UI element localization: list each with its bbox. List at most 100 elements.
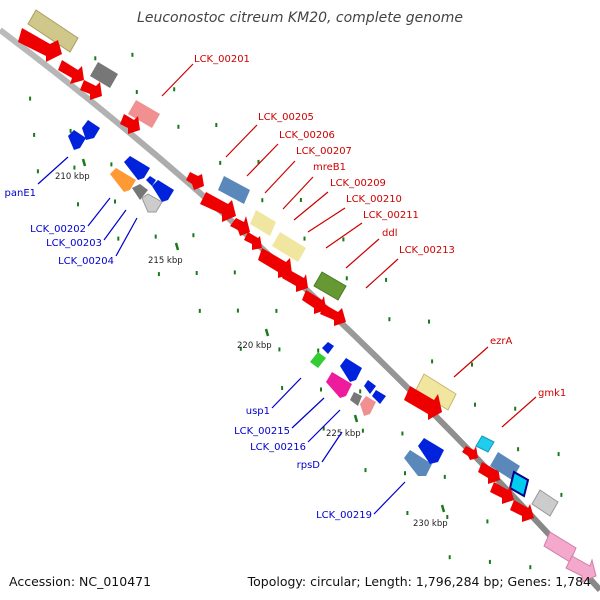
gene-red-16 — [490, 482, 514, 504]
gene-label-rpsd: rpsD — [297, 460, 321, 471]
gene-red-7 — [230, 216, 250, 236]
gene-grey-3 — [132, 184, 148, 200]
guide-dot — [154, 234, 157, 239]
guide-dot — [233, 270, 236, 275]
guide-dot — [278, 347, 281, 352]
reverse-genes — [68, 120, 444, 476]
scale-label-220: 220 kbp — [237, 341, 272, 351]
gene-blue-1 — [68, 130, 86, 150]
guide-dot — [192, 233, 195, 238]
guide-dot — [195, 271, 198, 275]
gene-blue-6 — [322, 342, 334, 354]
gene-blue-4 — [146, 176, 156, 186]
guide-dot — [517, 447, 520, 452]
gene-khaki-1 — [27, 9, 79, 53]
guide-dot — [345, 276, 348, 281]
gene-red-1 — [18, 28, 62, 62]
guide-dot — [275, 308, 278, 313]
gene-olive-1 — [313, 271, 347, 301]
gene-label-lck-00210: LCK_00210 — [346, 194, 402, 205]
gene-red-10 — [282, 268, 308, 292]
guide-dot — [236, 308, 239, 313]
gene-label-gmk1: gmk1 — [538, 388, 566, 399]
gene-khaki-2 — [250, 210, 276, 236]
guide-dot — [117, 236, 120, 241]
guide-dot — [431, 359, 434, 364]
gene-red-11 — [302, 290, 326, 314]
gene-label-lck-00205: LCK_00205 — [258, 112, 314, 123]
gene-magenta-1 — [326, 372, 352, 398]
gene-green-1 — [310, 352, 326, 368]
gene-grey-4 — [141, 193, 163, 213]
gene-red-17 — [510, 500, 534, 522]
gene-pink-4 — [360, 396, 376, 416]
gene-label-lck-00216: LCK_00216 — [250, 442, 306, 453]
gene-grey-5 — [350, 392, 362, 406]
gene-grey-2 — [531, 489, 559, 517]
guide-dot — [514, 406, 517, 411]
map-title: Leuconostoc citreum KM20, complete genom… — [137, 10, 463, 26]
guide-dot — [471, 362, 473, 367]
guide-dot — [443, 474, 446, 479]
guide-dot — [215, 123, 218, 127]
scale-label-210: 210 kbp — [55, 172, 90, 182]
gene-label-lck-00215: LCK_00215 — [234, 426, 290, 437]
reverse-labels: panE1 LCK_00202 LCK_00203 LCK_00204 usp1… — [5, 188, 373, 521]
guide-dots — [29, 52, 563, 570]
guide-dot — [361, 428, 364, 433]
gene-red-13 — [404, 386, 442, 420]
scale-tick-225: 225 kbp — [326, 414, 361, 439]
guide-dot — [404, 471, 406, 476]
guide-dot — [474, 402, 476, 407]
gene-grey-1 — [90, 62, 118, 88]
scale-label-225: 225 kbp — [326, 429, 361, 439]
guide-dot — [401, 431, 404, 436]
guide-dot — [69, 128, 72, 133]
scale-tick-215: 215 kbp — [148, 242, 183, 266]
guide-dot — [359, 389, 362, 394]
guide-dot — [131, 52, 134, 57]
guide-dot — [529, 565, 532, 570]
gene-red-5 — [186, 172, 204, 190]
gene-blue-5 — [152, 180, 174, 202]
gene-label-lck-00204: LCK_00204 — [58, 256, 114, 267]
guide-dot — [219, 160, 222, 165]
scale-tick-230: 230 kbp — [413, 504, 448, 529]
gene-red-9 — [258, 248, 292, 278]
forward-leader-lines — [161, 63, 537, 428]
reverse-leader-lines — [37, 156, 406, 515]
gene-label-lck-00211: LCK_00211 — [363, 210, 419, 221]
scale-tick-210: 210 kbp — [55, 158, 90, 182]
guide-dot — [448, 555, 451, 560]
gene-cyan-1 — [475, 435, 495, 453]
gene-red-3 — [80, 80, 102, 100]
gene-red-2 — [58, 60, 84, 84]
guide-dot — [73, 165, 76, 170]
guide-dot — [157, 272, 160, 277]
guide-dot — [317, 348, 320, 353]
guide-dot — [364, 468, 367, 473]
guide-dot — [114, 199, 116, 204]
scale-label-215: 215 kbp — [148, 256, 183, 266]
gene-label-lck-00219: LCK_00219 — [316, 510, 372, 521]
gene-blue-2 — [82, 120, 100, 140]
gene-khaki-3 — [272, 232, 306, 262]
guide-dot — [385, 277, 388, 282]
guide-dot — [198, 308, 201, 313]
gene-blue-9 — [372, 390, 386, 404]
gene-red-14 — [462, 446, 478, 460]
gene-pink-3 — [565, 555, 597, 583]
guide-dot — [239, 346, 242, 351]
guide-dot — [110, 162, 113, 167]
guide-dot — [261, 198, 264, 203]
guide-dot — [388, 317, 391, 322]
guide-dot — [322, 426, 325, 431]
accession-text: Accession: NC_010471 — [9, 574, 151, 589]
guide-dot — [281, 386, 284, 390]
gene-label-lck-00213: LCK_00213 — [399, 245, 455, 256]
gene-red-6 — [200, 192, 236, 222]
genome-summary-text: Topology: circular; Length: 1,796,284 bp… — [247, 574, 591, 589]
gene-label-mreb1: mreB1 — [313, 162, 346, 173]
gene-label-lck-00202: LCK_00202 — [30, 224, 86, 235]
scale-tick-220: 220 kbp — [237, 328, 272, 351]
